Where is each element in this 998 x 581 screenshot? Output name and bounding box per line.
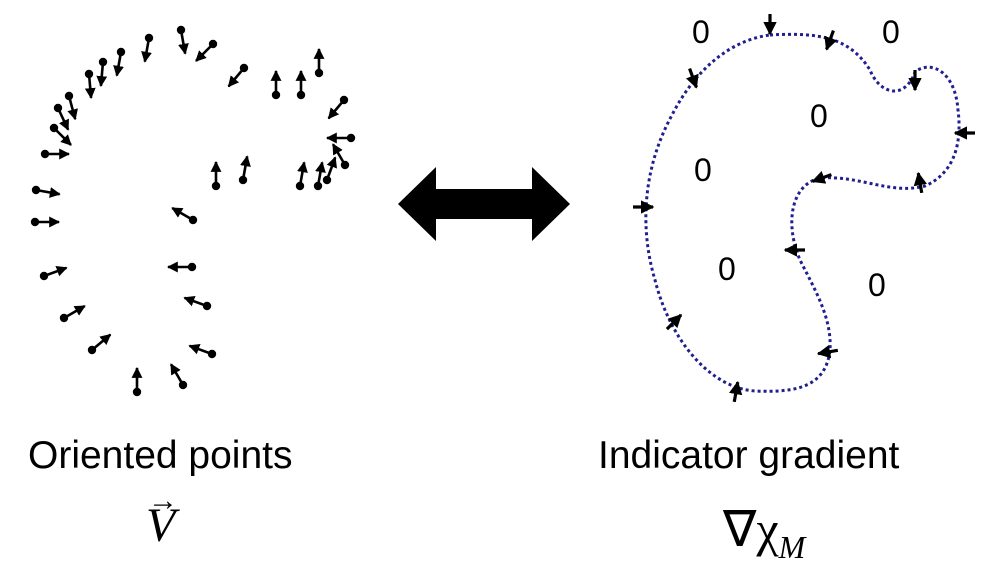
region-label: 0	[694, 152, 712, 188]
oriented-point	[131, 366, 143, 397]
oriented-point	[270, 69, 282, 100]
vector-symbol: → V	[146, 484, 178, 553]
oriented-point	[313, 47, 325, 78]
oriented-point	[169, 363, 188, 390]
oriented-point	[40, 148, 71, 160]
oriented-point	[49, 123, 72, 146]
gradient-arrow	[811, 170, 832, 184]
chi-symbol: χ	[756, 501, 779, 557]
oriented-point	[295, 69, 307, 100]
oriented-point	[331, 143, 350, 170]
oriented-point	[238, 155, 251, 185]
oriented-point	[171, 206, 198, 225]
oriented-point	[313, 161, 326, 191]
gradient-arrow	[685, 68, 699, 89]
nabla-symbol: ∇	[723, 501, 757, 557]
gradient-arrow	[816, 345, 839, 359]
gradient-arrow	[824, 30, 838, 51]
oriented-points-group	[30, 25, 356, 397]
oriented-point	[322, 156, 337, 185]
oriented-point	[188, 344, 217, 359]
oriented-point	[176, 25, 189, 55]
region-label: 0	[692, 14, 710, 50]
indicator-boundary-curve	[644, 32, 961, 393]
oriented-point	[87, 333, 112, 355]
oriented-point	[210, 160, 222, 191]
oriented-point	[325, 132, 356, 144]
oriented-point	[183, 296, 212, 311]
oriented-point	[327, 95, 349, 120]
oriented-point	[84, 69, 96, 99]
oriented-point	[195, 39, 218, 62]
oriented-point	[31, 185, 61, 198]
vector-letter: V	[146, 499, 176, 552]
oriented-point	[295, 161, 308, 191]
double-headed-arrow-icon	[398, 167, 570, 241]
oriented-point	[141, 33, 154, 63]
gradient-arrow	[913, 171, 927, 194]
region-label: 0	[882, 14, 900, 50]
oriented-point	[96, 57, 108, 87]
gradient-symbol: ∇χM	[723, 500, 805, 565]
gradient-arrow	[665, 313, 683, 331]
gradient-arrows-group	[633, 14, 975, 403]
subscript-m: M	[778, 529, 806, 565]
oriented-point	[166, 261, 197, 273]
oriented-point	[113, 47, 126, 77]
oriented-point	[30, 216, 61, 228]
oriented-points-title: Oriented points	[28, 434, 293, 477]
region-label: 0	[718, 251, 736, 287]
vector-accent: →	[148, 484, 178, 517]
oriented-point	[53, 103, 70, 131]
indicator-gradient-title: Indicator gradient	[598, 434, 900, 477]
gradient-arrow	[729, 380, 743, 403]
region-label: 0	[810, 98, 828, 134]
region-label: 0	[868, 267, 886, 303]
oriented-point	[227, 63, 249, 88]
oriented-point	[64, 91, 78, 121]
oriented-point	[59, 304, 86, 323]
oriented-point	[39, 266, 68, 281]
